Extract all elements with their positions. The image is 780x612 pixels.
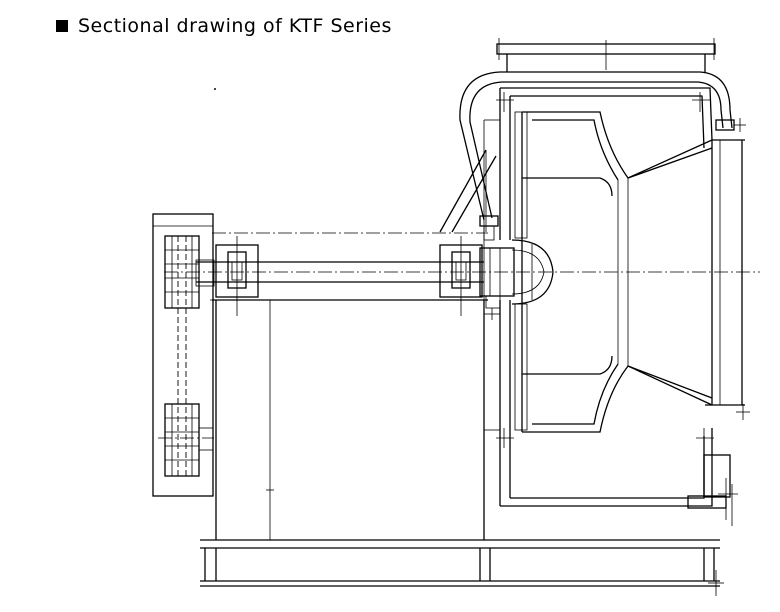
stand-frame — [200, 299, 724, 596]
shaft — [164, 232, 760, 301]
diagram-title: Sectional drawing of KTF Series — [78, 15, 392, 37]
motor-pulley — [158, 403, 214, 477]
black-square-icon — [56, 20, 68, 32]
hub-coupling — [479, 247, 515, 320]
inlet-duct-flange — [496, 38, 716, 72]
bottom-fitting — [687, 454, 738, 526]
belt-guard — [152, 213, 214, 497]
outlet-cone — [705, 140, 750, 420]
title-row: Sectional drawing of KTF Series — [56, 14, 392, 38]
drive-pulley — [164, 235, 200, 309]
support-strut — [439, 149, 497, 233]
lubrication-pipe — [459, 71, 746, 241]
bearing-left — [210, 236, 265, 316]
stray-mark — [213, 88, 216, 91]
